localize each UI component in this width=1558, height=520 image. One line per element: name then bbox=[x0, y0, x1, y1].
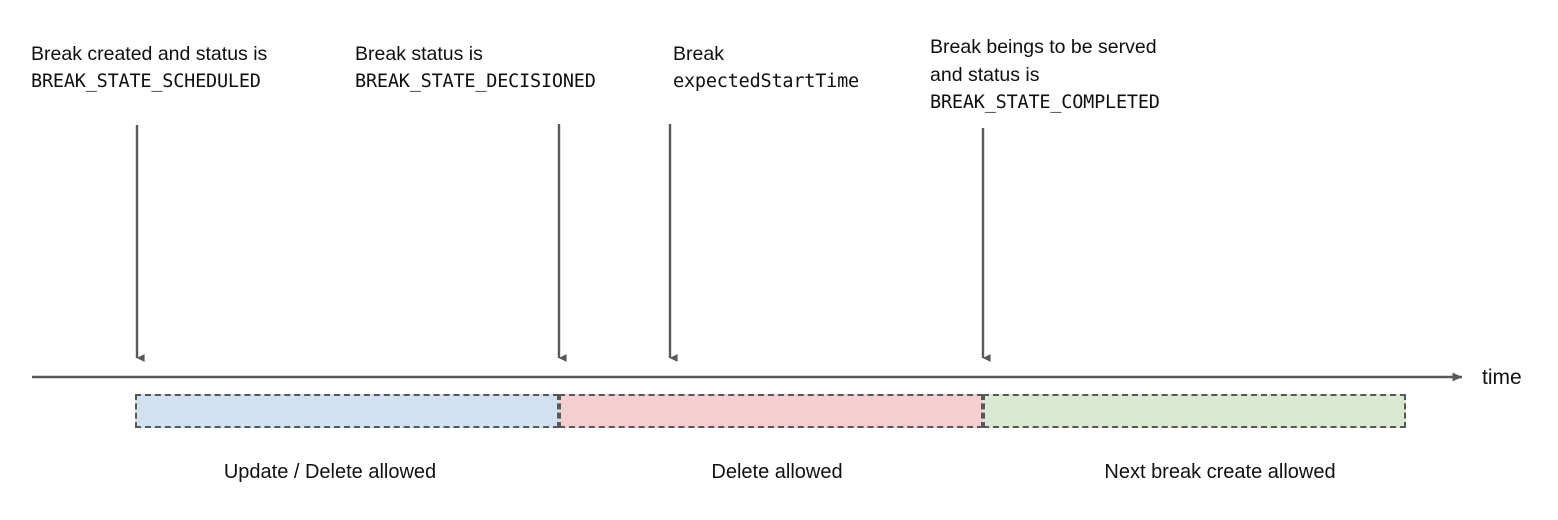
phase-label-next-break-create: Next break create allowed bbox=[1104, 461, 1336, 483]
phase-band-next-break-create bbox=[983, 394, 1406, 428]
time-axis-caption: time bbox=[1482, 366, 1522, 389]
annotation-decisioned: Break status is BREAK_STATE_DECISIONED bbox=[355, 40, 596, 96]
annotation-scheduled-line-1: Break created and status is bbox=[31, 43, 268, 65]
phase-band-update-delete bbox=[135, 394, 559, 428]
annotation-decisioned-line-1: Break status is bbox=[355, 43, 483, 65]
annotation-completed: Break beings to be served and status is … bbox=[930, 33, 1160, 117]
annotation-completed-line-1: Break beings to be served bbox=[930, 36, 1157, 58]
annotation-completed-state-code: BREAK_STATE_COMPLETED bbox=[930, 92, 1160, 113]
annotation-completed-line-2: and status is bbox=[930, 64, 1040, 86]
phase-label-delete-only: Delete allowed bbox=[711, 461, 843, 483]
annotation-scheduled: Break created and status is BREAK_STATE_… bbox=[31, 40, 267, 96]
phase-label-update-delete: Update / Delete allowed bbox=[223, 461, 437, 483]
phase-band-delete-only bbox=[559, 394, 983, 428]
annotation-expected-start-time-field: expectedStartTime bbox=[673, 71, 859, 92]
annotation-expected-start-time-line-1: Break bbox=[673, 43, 724, 65]
annotation-scheduled-state-code: BREAK_STATE_SCHEDULED bbox=[31, 71, 261, 92]
annotation-decisioned-state-code: BREAK_STATE_DECISIONED bbox=[355, 71, 596, 92]
annotation-expected-start-time: Break expectedStartTime bbox=[673, 40, 859, 96]
